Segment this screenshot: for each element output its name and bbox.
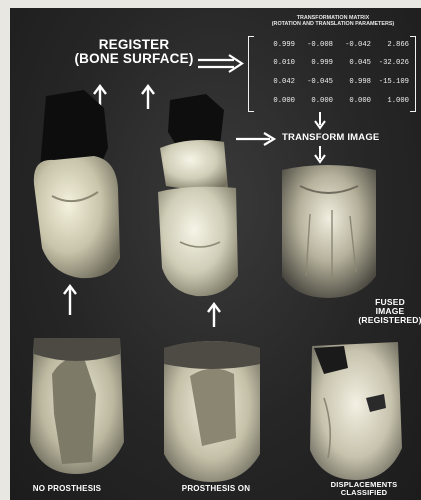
registration-figure: REGISTER (BONE SURFACE) TRANSFORMATION M… bbox=[10, 8, 421, 500]
matrix-cell: -32.026 bbox=[371, 59, 409, 67]
matrix-cell: 0.000 bbox=[333, 97, 371, 105]
transformation-matrix: 0.999 -0.008 -0.042 2.866 0.010 0.999 0.… bbox=[248, 36, 416, 112]
down-arrow-icon bbox=[313, 112, 327, 130]
displacements-classified-label: DISPLACEMENTS CLASSIFIED bbox=[310, 481, 418, 497]
fused-image-label-line3: (REGISTERED) bbox=[350, 316, 421, 325]
bone-render-prosthesis-on bbox=[150, 92, 246, 302]
matrix-cell: -0.008 bbox=[295, 41, 333, 49]
matrix-cell: 2.866 bbox=[371, 41, 409, 49]
matrix-row: 0.000 0.000 0.000 1.000 bbox=[257, 97, 409, 105]
matrix-cell: 0.998 bbox=[333, 78, 371, 86]
ct-render-no-prosthesis bbox=[24, 334, 128, 478]
register-label: REGISTER (BONE SURFACE) bbox=[74, 38, 194, 66]
matrix-cell: -0.045 bbox=[295, 78, 333, 86]
up-arrow-icon bbox=[62, 284, 78, 316]
matrix-cell: 0.999 bbox=[295, 59, 333, 67]
register-label-line2: (BONE SURFACE) bbox=[74, 52, 194, 66]
matrix-cell: 0.042 bbox=[257, 78, 295, 86]
displacements-label-line2: CLASSIFIED bbox=[310, 489, 418, 497]
matrix-title-line2: (ROTATION AND TRANSLATION PARAMETERS) bbox=[245, 21, 421, 27]
matrix-cell: -15.109 bbox=[371, 78, 409, 86]
matrix-cell: 1.000 bbox=[371, 97, 409, 105]
matrix-cell: 0.045 bbox=[333, 59, 371, 67]
up-arrow-icon bbox=[206, 302, 222, 328]
matrix-cell: 0.000 bbox=[295, 97, 333, 105]
fused-image-render bbox=[276, 160, 382, 300]
fused-image-label: FUSED IMAGE (REGISTERED) bbox=[350, 298, 421, 325]
transform-image-label: TRANSFORM IMAGE bbox=[282, 133, 402, 143]
matrix-row: 0.010 0.999 0.045 -32.026 bbox=[257, 59, 409, 67]
no-prosthesis-label: NO PROSTHESIS bbox=[12, 485, 122, 493]
matrix-row: 0.042 -0.045 0.998 -15.109 bbox=[257, 78, 409, 86]
matrix-cell: 0.999 bbox=[257, 41, 295, 49]
matrix-cell: 0.010 bbox=[257, 59, 295, 67]
bone-render-no-prosthesis bbox=[24, 88, 124, 284]
matrix-title: TRANSFORMATION MATRIX (ROTATION AND TRAN… bbox=[245, 15, 421, 28]
matrix-cell: -0.042 bbox=[333, 41, 371, 49]
prosthesis-on-label: PROSTHESIS ON bbox=[156, 485, 276, 493]
displacements-render bbox=[304, 338, 406, 484]
matrix-row: 0.999 -0.008 -0.042 2.866 bbox=[257, 41, 409, 49]
ct-render-prosthesis-on bbox=[156, 334, 266, 484]
register-to-matrix-arrow-icon bbox=[196, 54, 246, 74]
register-label-line1: REGISTER bbox=[74, 38, 194, 52]
matrix-cell: 0.000 bbox=[257, 97, 295, 105]
